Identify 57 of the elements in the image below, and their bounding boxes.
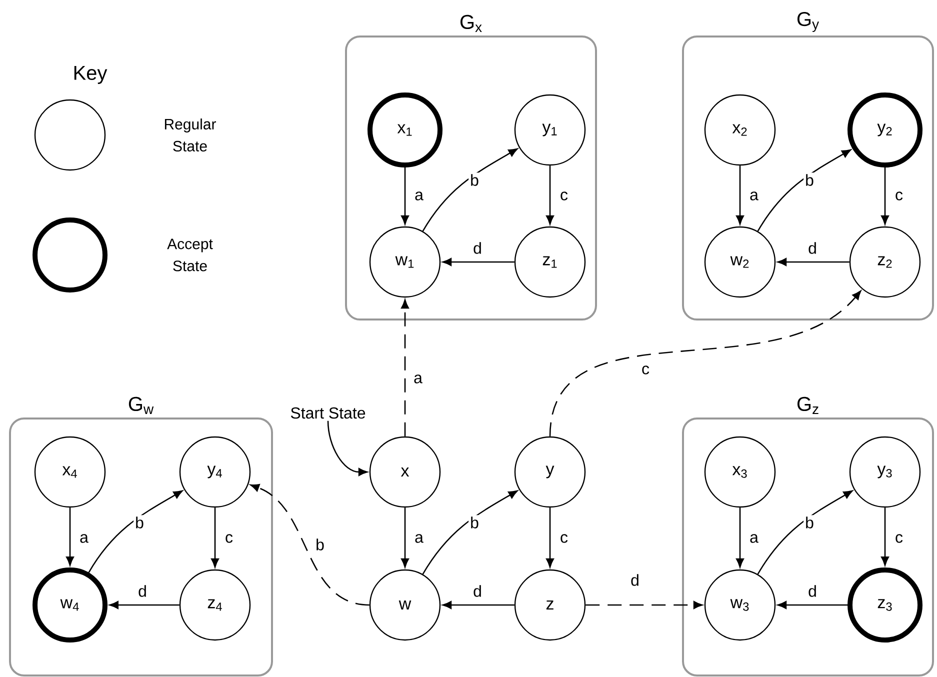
arrow <box>422 490 518 574</box>
edge-label: d <box>806 584 818 598</box>
key-title: Key <box>74 66 108 84</box>
edge-label: d <box>136 584 148 598</box>
edge-label: a <box>748 532 760 544</box>
edge-label: b <box>804 515 816 530</box>
arrow <box>777 601 848 609</box>
edge-label: a <box>78 532 90 544</box>
arrow <box>549 290 862 436</box>
arrow <box>757 490 853 574</box>
arrow <box>88 490 183 573</box>
arrow <box>736 508 744 568</box>
node-label: G$_{z}$ <box>797 396 818 414</box>
edge-label: c <box>224 532 234 544</box>
edge-label: a <box>748 190 760 202</box>
arrow <box>777 258 850 266</box>
edge-label: d <box>629 572 641 588</box>
edge-label: a <box>413 190 425 202</box>
arrow <box>422 148 518 232</box>
edge-label: d <box>472 240 484 256</box>
edge-label: d <box>806 240 818 256</box>
edge-label: b <box>314 537 326 552</box>
arrow <box>109 601 180 609</box>
edge-label: b <box>134 515 146 530</box>
arrow <box>66 508 74 566</box>
arrow <box>881 508 889 566</box>
arrow <box>881 168 889 225</box>
edge-label: b <box>804 172 816 188</box>
arrow <box>401 168 409 225</box>
start-label: Start State <box>290 407 366 419</box>
arrow <box>211 508 219 568</box>
edge-label: a <box>413 532 425 544</box>
arrow <box>401 299 409 436</box>
edge-label: a <box>412 373 424 385</box>
edge-label: c <box>640 364 651 376</box>
arrow <box>327 420 368 476</box>
arrow <box>757 149 852 232</box>
node-label: G$_{y}$ <box>797 12 820 32</box>
arrow <box>546 508 554 568</box>
edge-label: c <box>894 532 904 544</box>
arrow <box>736 166 744 225</box>
edge-label: c <box>558 532 570 544</box>
edge-label: c <box>894 190 904 202</box>
edge-label: b <box>468 515 480 530</box>
arrow <box>442 258 514 266</box>
legend-text: Regular State <box>164 118 216 152</box>
edge-label: b <box>468 172 480 188</box>
legend-text: Accept State <box>167 238 213 272</box>
arrow <box>401 508 409 568</box>
edge-label: d <box>472 584 484 598</box>
edge-label: c <box>558 190 570 202</box>
node-label: G$_{w}$ <box>128 396 154 414</box>
node-label: G$_{x}$ <box>460 14 482 32</box>
arrow <box>546 166 554 225</box>
arrow <box>250 484 370 606</box>
arrow <box>586 601 703 609</box>
arrow <box>442 601 514 609</box>
